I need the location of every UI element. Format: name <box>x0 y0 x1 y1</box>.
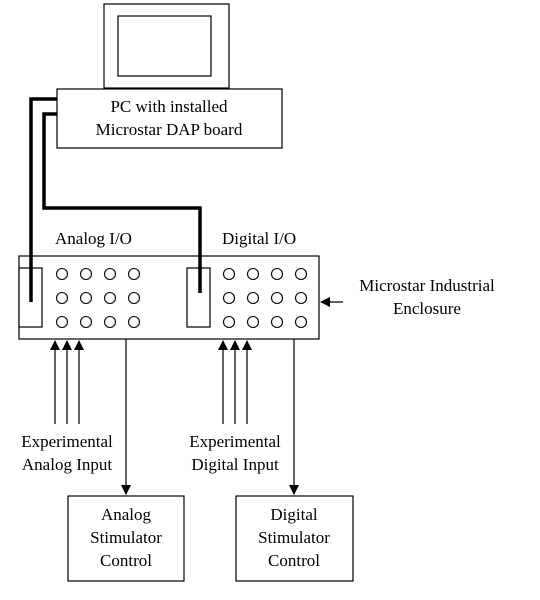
digital-input-arrows <box>218 340 252 424</box>
pc-label-line2: Microstar DAP board <box>96 120 243 139</box>
analog-stimulator-box: Analog Stimulator Control <box>67 495 185 582</box>
pc-cables <box>29 97 202 302</box>
pc-box: PC with installed Microstar DAP board <box>56 88 283 149</box>
enclosure-callout-line1: Microstar Industrial <box>359 276 495 295</box>
digital-control-line2: Stimulator <box>258 528 330 547</box>
digital-io-label: Digital I/O <box>222 229 296 248</box>
analog-io-label: Analog I/O <box>55 229 132 248</box>
digital-input-label-line2: Digital Input <box>191 455 279 474</box>
analog-control-line1: Analog <box>101 505 152 524</box>
analog-cable <box>29 97 57 302</box>
digital-terminals <box>222 267 308 329</box>
pc-label-line1: PC with installed <box>110 97 228 116</box>
monitor-icon <box>103 3 230 89</box>
analog-control-line3: Control <box>100 551 152 570</box>
digital-cable <box>42 112 202 293</box>
cable-ends <box>29 268 202 302</box>
analog-input-arrows <box>50 340 84 424</box>
analog-terminals <box>55 267 141 329</box>
digital-control-line3: Control <box>268 551 320 570</box>
analog-input-label-line2: Analog Input <box>22 455 112 474</box>
enclosure-callout-line2: Enclosure <box>393 299 461 318</box>
analog-control-line2: Stimulator <box>90 528 162 547</box>
digital-input-label-line1: Experimental <box>189 432 281 451</box>
digital-control-line1: Digital <box>270 505 317 524</box>
digital-stimulator-box: Digital Stimulator Control <box>235 495 354 582</box>
analog-input-label-line1: Experimental <box>21 432 113 451</box>
